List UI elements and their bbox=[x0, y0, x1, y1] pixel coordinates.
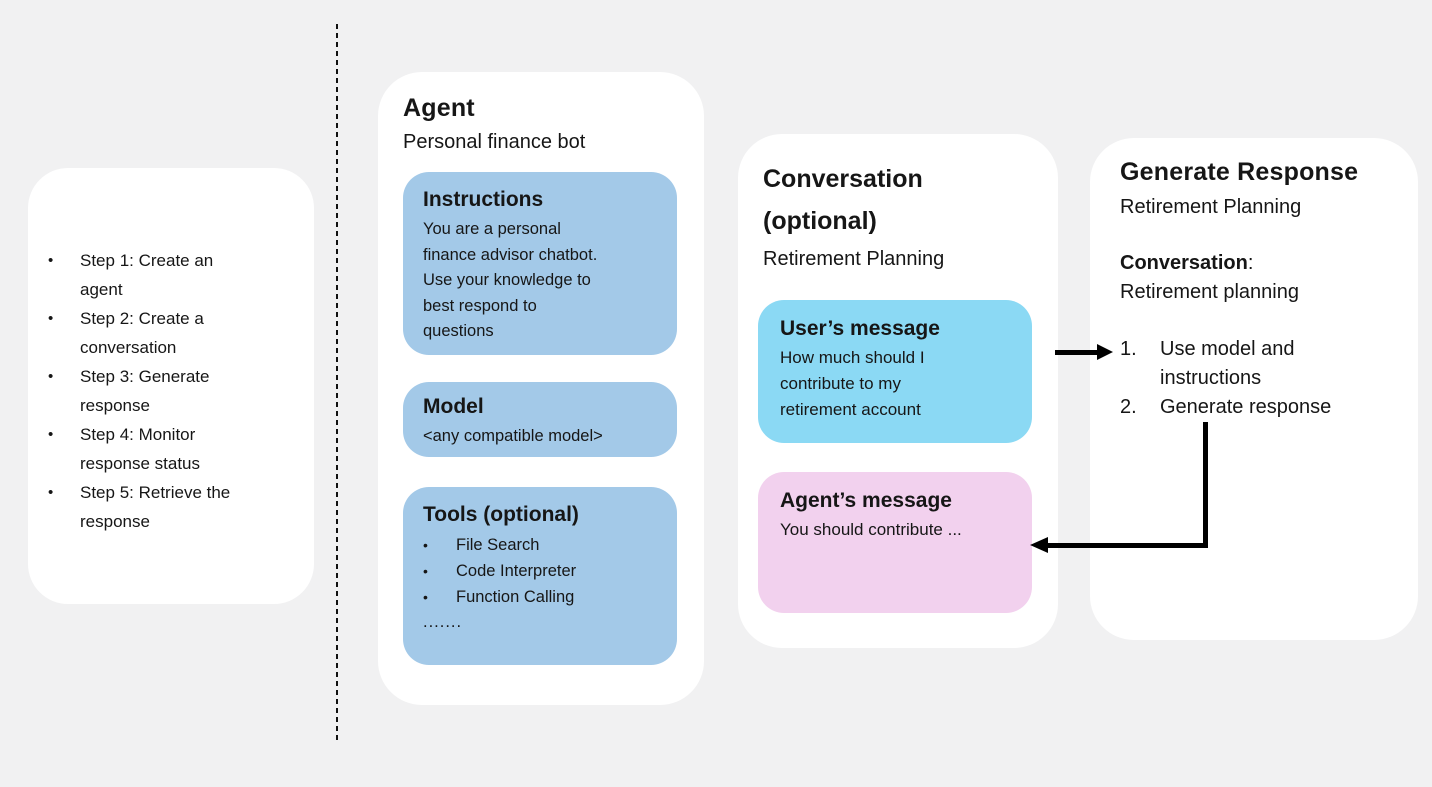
arrow-generate-to-agent-message-horizontal bbox=[1047, 543, 1208, 548]
step-number: 2. bbox=[1120, 396, 1137, 418]
bullet-icon: • bbox=[423, 537, 428, 553]
step-number: 1. bbox=[1120, 338, 1137, 360]
step-text: Use model and instructions bbox=[1160, 338, 1295, 389]
conversation-reference-label-line: Conversation: bbox=[1120, 249, 1400, 278]
arrowhead-left-icon bbox=[1030, 537, 1048, 553]
conversation-label: Conversation bbox=[1120, 252, 1248, 274]
arrow-shaft bbox=[1055, 349, 1097, 355]
user-message-box: User’s message How much should I contrib… bbox=[758, 300, 1032, 443]
list-item: • Step 1: Create an agent bbox=[48, 246, 298, 304]
list-item: • Step 3: Generate response bbox=[48, 362, 298, 420]
list-item: • Step 2: Create a conversation bbox=[48, 304, 298, 362]
list-item: • Step 4: Monitor response status bbox=[48, 420, 298, 478]
model-box-body: <any compatible model> bbox=[423, 427, 603, 445]
generate-steps-list: 1. Use model and instructions 2. Generat… bbox=[1120, 335, 1400, 422]
bullet-icon: • bbox=[423, 589, 428, 605]
steps-panel: • Step 1: Create an agent • Step 2: Crea… bbox=[28, 168, 314, 604]
agent-panel-subtitle: Personal finance bot bbox=[403, 131, 586, 153]
conversation-panel-subtitle: Retirement Planning bbox=[763, 248, 945, 270]
conversation-reference-value: Retirement planning bbox=[1120, 281, 1299, 303]
step-text: Step 5: Retrieve the response bbox=[80, 483, 231, 531]
list-item: • Function Calling bbox=[423, 584, 657, 610]
bullet-icon: • bbox=[423, 563, 428, 579]
dashed-divider bbox=[336, 24, 338, 740]
step-text: Step 3: Generate response bbox=[80, 367, 210, 415]
arrow-generate-to-agent-message-vertical bbox=[1203, 422, 1208, 548]
step-text: Step 4: Monitor response status bbox=[80, 425, 201, 473]
agent-panel-header: Agent Personal finance bot bbox=[403, 92, 684, 156]
tool-name: Function Calling bbox=[456, 588, 575, 606]
tools-ellipsis: ....... bbox=[423, 613, 463, 631]
bullet-icon: • bbox=[48, 426, 54, 443]
list-item: • Code Interpreter bbox=[423, 558, 657, 584]
agent-message-body: You should contribute ... bbox=[780, 520, 962, 539]
steps-list: • Step 1: Create an agent • Step 2: Crea… bbox=[48, 246, 298, 536]
generate-response-panel: Generate Response Retirement Planning Co… bbox=[1090, 138, 1418, 640]
generate-response-title: Generate Response bbox=[1120, 158, 1359, 186]
instructions-box-title: Instructions bbox=[423, 188, 544, 211]
agent-panel: Agent Personal finance bot Instructions … bbox=[378, 72, 704, 705]
tool-name: File Search bbox=[456, 536, 540, 554]
tools-box-title: Tools (optional) bbox=[423, 503, 579, 526]
agent-message-box: Agent’s message You should contribute ..… bbox=[758, 472, 1032, 613]
list-item: 2. Generate response bbox=[1120, 393, 1400, 422]
instructions-box: Instructions You are a personal finance … bbox=[403, 172, 677, 355]
agent-message-title: Agent’s message bbox=[780, 489, 952, 512]
tools-box: Tools (optional) • File Search • Code In… bbox=[403, 487, 677, 665]
bullet-icon: • bbox=[48, 484, 54, 501]
conversation-panel-title: Conversation (optional) bbox=[763, 165, 923, 235]
step-text: Step 2: Create a conversation bbox=[80, 309, 204, 357]
bullet-icon: • bbox=[48, 310, 54, 327]
conversation-reference: Conversation: Retirement planning bbox=[1120, 249, 1400, 307]
generate-response-content: Generate Response Retirement Planning Co… bbox=[1120, 156, 1400, 422]
conversation-colon: : bbox=[1247, 252, 1254, 274]
bullet-icon: • bbox=[48, 368, 54, 385]
arrowhead-right-icon bbox=[1097, 344, 1113, 360]
generate-response-subtitle: Retirement Planning bbox=[1120, 196, 1302, 218]
step-text: Step 1: Create an agent bbox=[80, 251, 214, 299]
user-message-body: How much should I contribute to my retir… bbox=[780, 348, 925, 419]
instructions-box-body: You are a personal finance advisor chatb… bbox=[423, 220, 598, 340]
list-item: • File Search bbox=[423, 532, 657, 558]
step-text: Generate response bbox=[1160, 396, 1332, 418]
arrow-user-message-to-generate-icon bbox=[1055, 344, 1113, 360]
agent-panel-title: Agent bbox=[403, 94, 475, 122]
list-item: • Step 5: Retrieve the response bbox=[48, 478, 298, 536]
conversation-panel-header: Conversation (optional) Retirement Plann… bbox=[763, 158, 1040, 273]
model-box-title: Model bbox=[423, 395, 484, 418]
model-box: Model <any compatible model> bbox=[403, 382, 677, 457]
conversation-panel: Conversation (optional) Retirement Plann… bbox=[738, 134, 1058, 648]
user-message-title: User’s message bbox=[780, 317, 940, 340]
list-item: 1. Use model and instructions bbox=[1120, 335, 1400, 393]
tool-name: Code Interpreter bbox=[456, 562, 577, 580]
bullet-icon: • bbox=[48, 252, 54, 269]
